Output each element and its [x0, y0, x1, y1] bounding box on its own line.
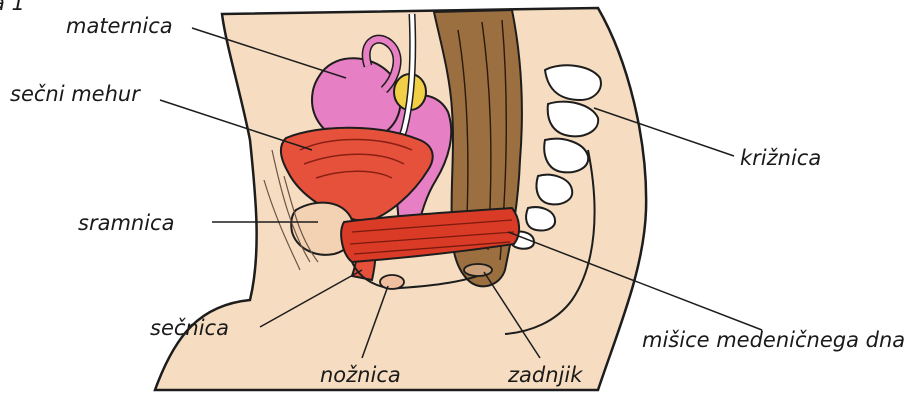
anal-opening — [464, 264, 492, 276]
label-pubis: sramnica — [78, 213, 174, 234]
label-sacrum: križnica — [740, 148, 821, 169]
figure-tag: a 1 — [0, 0, 25, 14]
vaginal-opening — [380, 275, 404, 289]
label-vagina: nožnica — [320, 365, 401, 386]
label-pelvic-floor: mišice medeničnega dna — [642, 330, 905, 351]
label-urethra: sečnica — [150, 318, 229, 339]
label-anus: zadnjik — [508, 365, 582, 386]
label-uterus: maternica — [66, 16, 173, 37]
label-bladder: sečni mehur — [10, 84, 140, 105]
